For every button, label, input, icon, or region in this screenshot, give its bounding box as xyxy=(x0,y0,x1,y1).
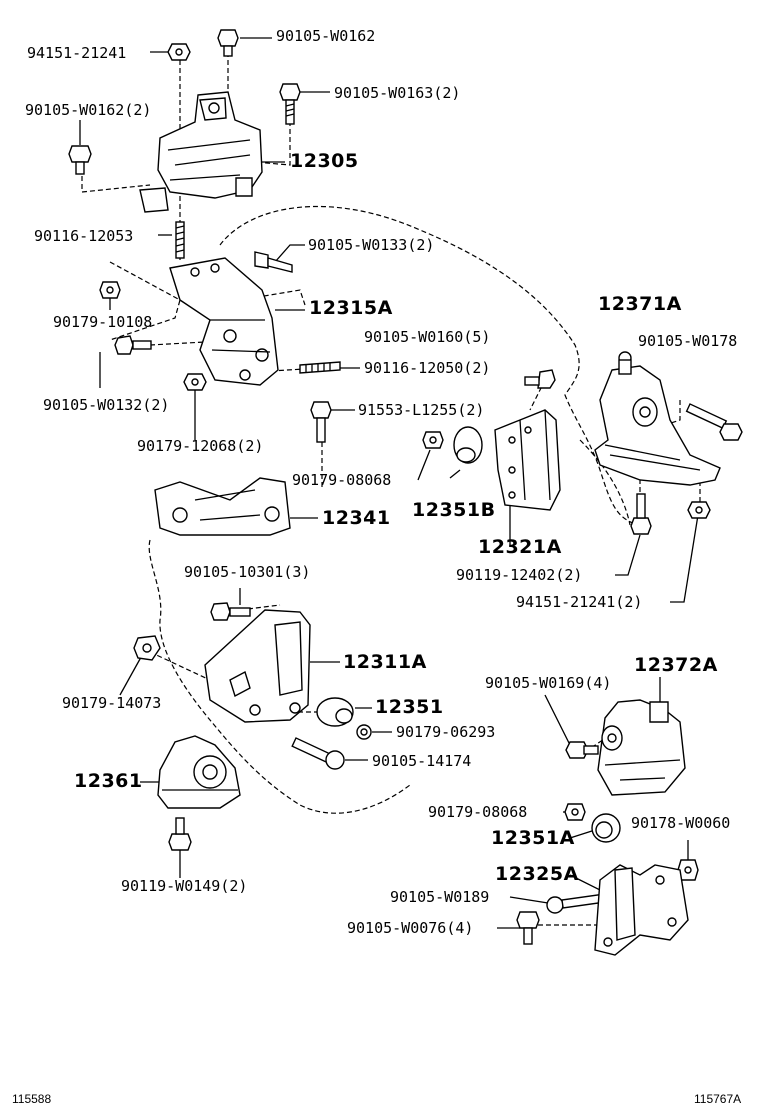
label-90105-W0163-2: 90105-W0163(2) xyxy=(334,84,461,102)
leader-dashed-top2 xyxy=(81,168,151,193)
label-90105-10301-3: 90105-10301(3) xyxy=(184,563,311,581)
label-12351B: 12351B xyxy=(412,499,496,521)
label-91553-L1255-2: 91553-L1255(2) xyxy=(358,401,485,419)
label-90179-06293: 90179-06293 xyxy=(396,723,496,741)
label-90179-12068-2: 90179-12068(2) xyxy=(137,437,264,455)
nut-90179-10108 xyxy=(99,281,121,299)
bracket-12341 xyxy=(154,477,291,536)
bushing-12351 xyxy=(316,697,354,727)
mount-dashed-left xyxy=(109,261,181,341)
label-90105-W0189: 90105-W0189 xyxy=(390,888,490,906)
label-12315A: 12315A xyxy=(309,297,393,319)
label-90116-12050-2: 90116-12050(2) xyxy=(364,359,491,377)
nut-90179-12068 xyxy=(183,373,207,391)
label-12351A: 12351A xyxy=(491,827,575,849)
label-90105-W0133-2: 90105-W0133(2) xyxy=(308,236,435,254)
stud-90116-12050 xyxy=(299,361,341,374)
label-94151-21241: 94151-21241 xyxy=(27,44,127,62)
label-90105-W0076-4: 90105-W0076(4) xyxy=(347,919,474,937)
nut-90179-14073 xyxy=(133,635,161,661)
label-90119-12402-2: 90119-12402(2) xyxy=(456,566,583,584)
mount-12361 xyxy=(157,735,241,809)
mount-12372A xyxy=(597,699,686,796)
bushing-12351A xyxy=(591,813,621,843)
leader-90105-W0169 xyxy=(544,694,571,746)
stud-90116-12053 xyxy=(175,221,185,259)
nut-90179-06293 xyxy=(356,724,372,740)
label-12311A: 12311A xyxy=(343,651,427,673)
label-12371A: 12371A xyxy=(598,293,682,315)
leader-12351B xyxy=(449,469,461,479)
label-12351: 12351 xyxy=(375,696,444,718)
leader-dashed-w0160 xyxy=(529,379,546,411)
bolt-90105-W0076 xyxy=(516,911,540,945)
bolt-90105-W0189 xyxy=(546,893,604,914)
bolt-90105-10301 xyxy=(210,602,251,621)
footer-left-code: 115588 xyxy=(12,1092,52,1106)
label-12325A: 12325A xyxy=(495,863,579,885)
bracket-12311A xyxy=(204,609,311,723)
engine-outline-upper xyxy=(219,205,641,526)
label-90179-14073: 90179-14073 xyxy=(62,694,162,712)
label-12321A: 12321A xyxy=(478,536,562,558)
footer-right-code: 115767A xyxy=(694,1092,742,1106)
engine-outline-left xyxy=(148,539,411,814)
label-12372A: 12372A xyxy=(634,654,718,676)
bolt-90105-W0132 xyxy=(114,335,152,355)
engine-outline-right xyxy=(579,439,631,526)
bolt-90105-W0162-2 xyxy=(68,145,92,175)
bolt-90119-12402 xyxy=(630,493,652,535)
bolt-90105-W0178 xyxy=(685,403,743,441)
bracket-12321A xyxy=(494,409,561,511)
bracket-12315A xyxy=(169,257,279,386)
label-90179-08068: 90179-08068 xyxy=(292,471,392,489)
bushing-12351B xyxy=(453,426,483,464)
nut-94151-21241 xyxy=(167,43,191,61)
leader-dashed-right2 xyxy=(254,105,291,166)
label-90105-W0178: 90105-W0178 xyxy=(638,332,738,350)
label-90119-W0149-2: 90119-W0149(2) xyxy=(121,877,248,895)
label-90105-W0160-5: 90105-W0160(5) xyxy=(364,328,491,346)
leader-dashed-14073 xyxy=(149,651,211,681)
label-90179-08068-b: 90179-08068 xyxy=(428,803,528,821)
nut-94151-21241-2 xyxy=(687,501,711,519)
label-90178-W0060: 90178-W0060 xyxy=(631,814,731,832)
leader-90105-W0133 xyxy=(274,244,305,263)
label-90179-10108: 90179-10108 xyxy=(53,313,153,331)
nut-90178-W0060 xyxy=(677,859,699,881)
mount-12371A xyxy=(594,351,721,486)
leader-94151-21241-2 xyxy=(670,514,699,603)
label-12361: 12361 xyxy=(74,770,143,792)
leader-12351A xyxy=(569,829,596,839)
bolt-90105-W0160 xyxy=(524,369,556,389)
label-90116-12053: 90116-12053 xyxy=(34,227,134,245)
nut-90179-08068b xyxy=(564,803,586,821)
bolt-90105-W0163 xyxy=(279,83,301,125)
bracket-12325A xyxy=(594,864,689,956)
bolt-90119-W0149 xyxy=(168,817,192,851)
label-90105-W0162: 90105-W0162 xyxy=(276,27,376,45)
bolt-91553-L1255 xyxy=(310,401,332,443)
label-12341: 12341 xyxy=(322,507,391,529)
bolt-90105-W0162 xyxy=(217,29,239,57)
bolt-90105-W0169 xyxy=(565,741,599,759)
leader-90179-08068a xyxy=(417,449,431,481)
label-12305: 12305 xyxy=(290,150,359,172)
bolt-90105-W0133 xyxy=(254,251,293,273)
nut-90179-08068a xyxy=(422,431,444,449)
leader-90119-12402 xyxy=(615,534,641,576)
leader-dashed-10301 xyxy=(239,604,281,611)
label-90105-W0162-2: 90105-W0162(2) xyxy=(25,101,152,119)
mount-12305 xyxy=(139,91,263,213)
leader-dashed-w0132 xyxy=(149,341,206,346)
leader-90105-W0189 xyxy=(509,896,549,904)
label-90105-W0132-2: 90105-W0132(2) xyxy=(43,396,170,414)
bolt-90105-14174 xyxy=(291,737,345,770)
label-90105-W0169-4: 90105-W0169(4) xyxy=(485,674,612,692)
label-94151-21241-2: 94151-21241(2) xyxy=(516,593,643,611)
label-90105-14174: 90105-14174 xyxy=(372,752,472,770)
